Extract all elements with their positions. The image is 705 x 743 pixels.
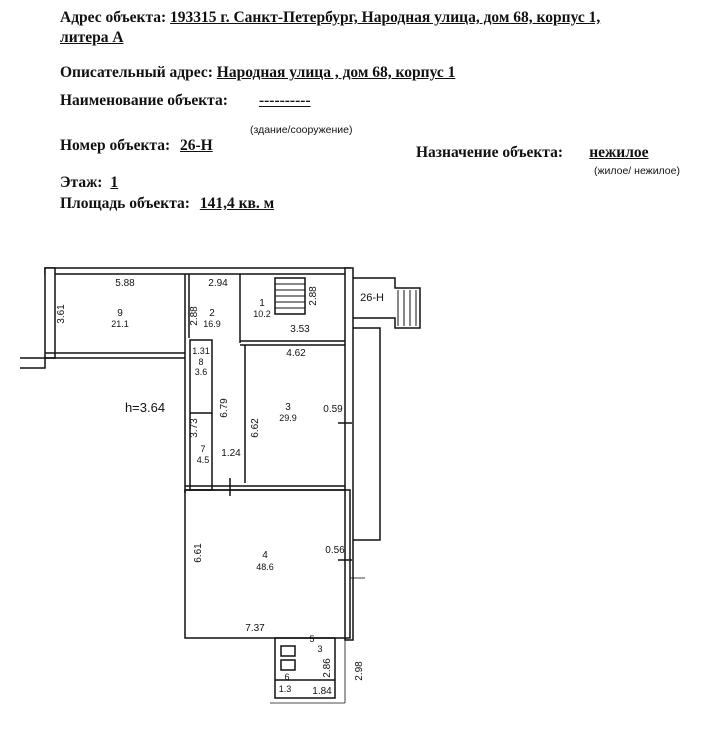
dim-2-98: 2.98 [354, 661, 365, 681]
room7-area: 4.5 [197, 455, 210, 465]
dim-6-79: 6.79 [219, 398, 230, 418]
plan-walls [20, 267, 421, 699]
dim-7-37: 7.37 [245, 623, 265, 634]
dim-2-86: 2.86 [322, 658, 333, 678]
dim-3-61: 3.61 [56, 304, 67, 324]
annex [274, 637, 336, 699]
dim-1-31: 1.31 [192, 346, 210, 356]
dim-1-24: 1.24 [221, 448, 241, 459]
object-name-value: ---------- [258, 92, 311, 109]
fixture-a [280, 645, 296, 657]
dim-5-88: 5.88 [115, 278, 135, 289]
object-number-value: 26-Н [180, 137, 213, 154]
dim-4-62: 4.62 [286, 348, 306, 359]
dim-3-53: 3.53 [290, 324, 310, 335]
room8-area: 3.6 [195, 367, 208, 377]
left-wall [44, 267, 56, 359]
area-label: Площадь объекта: [60, 195, 190, 212]
object-number-label: Номер объекта: [60, 137, 171, 154]
dim-0-59: 0.59 [323, 404, 343, 415]
room4-outline [184, 489, 351, 639]
address-line-2: литера А [60, 29, 124, 46]
room5-num: 5 [309, 634, 314, 644]
room1-area: 10.2 [253, 309, 271, 319]
room4-area: 48.6 [256, 562, 274, 572]
porch [353, 277, 421, 329]
room3-area: 29.9 [279, 413, 297, 423]
address-value: 193315 г. Санкт-Петербург, Народная улиц… [170, 9, 601, 26]
dimension-lines [270, 577, 365, 704]
object-purpose: Назначение объекта: нежилое [416, 144, 665, 162]
porch-side [353, 327, 381, 541]
top-wall [44, 267, 351, 275]
dim-3-73: 3.73 [189, 418, 200, 438]
dim-6-61: 6.61 [193, 543, 204, 563]
dim-2-88-a: 2.88 [308, 286, 319, 306]
right-wall [344, 267, 354, 641]
room6-area: 1.3 [279, 684, 292, 694]
room2-area: 16.9 [203, 319, 221, 329]
room8-num: 8 [198, 357, 203, 367]
area-value: 141,4 кв. м [199, 195, 275, 212]
room3-num: 3 [285, 402, 291, 413]
object-number: Номер объекта: 26-Н [60, 137, 213, 155]
floor-value: 1 [110, 174, 119, 191]
room1-num: 1 [259, 298, 265, 309]
room5-area: 3 [317, 644, 322, 654]
address-label: Адрес объекта: [60, 9, 167, 26]
room2-num: 2 [209, 308, 215, 319]
object-name: Наименование объекта: ---------- [60, 92, 334, 110]
object-purpose-label: Назначение объекта: [416, 144, 564, 161]
height-label: h=3.64 [125, 400, 165, 415]
room7-num: 7 [200, 444, 205, 454]
stair-steps [275, 283, 417, 326]
object-name-caption: (здание/сооружение) [250, 124, 353, 136]
room4-num: 4 [262, 550, 268, 561]
object-purpose-caption: (жилое/ нежилое) [594, 165, 680, 177]
object-purpose-value: нежилое [589, 144, 649, 161]
dim-2-88-b: 2.88 [189, 306, 200, 326]
dim-1-84: 1.84 [312, 686, 332, 697]
descriptive-address-value: Народная улица , дом 68, корпус 1 [216, 64, 456, 81]
address-line-1: Адрес объекта: 193315 г. Санкт-Петербург… [60, 9, 600, 27]
dim-6-62: 6.62 [250, 418, 261, 438]
room9-area: 21.1 [111, 319, 129, 329]
room9-num: 9 [117, 308, 123, 319]
dim-2-94: 2.94 [208, 278, 228, 289]
room6-num: 6 [284, 672, 289, 682]
object-name-label: Наименование объекта: [60, 92, 228, 109]
fixture-b [280, 659, 296, 671]
object-area: Площадь объекта: 141,4 кв. м [60, 195, 274, 213]
dim-0-56: 0.56 [325, 545, 345, 556]
floor-plan: 9 21.1 2 16.9 1 10.2 8 3.6 3 29.9 7 4.5 … [20, 267, 421, 704]
floor-label: Этаж: [60, 174, 103, 191]
unit-label: 26-Н [360, 292, 384, 304]
descriptive-address-label: Описательный адрес: [60, 64, 213, 81]
object-floor: Этаж: 1 [60, 174, 118, 192]
left-stub [20, 357, 46, 369]
descriptive-address: Описательный адрес: Народная улица , дом… [60, 64, 455, 82]
